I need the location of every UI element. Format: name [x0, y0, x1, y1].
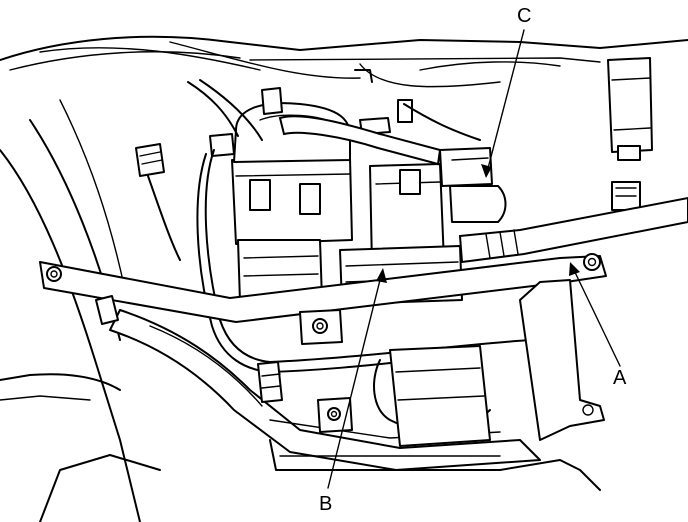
- callout-label-b: B: [319, 493, 332, 515]
- hoses: [147, 79, 688, 431]
- leader-arrow-c: [481, 164, 492, 178]
- leader-arrow-a: [569, 262, 580, 276]
- callout-leaders: [327, 29, 621, 489]
- leader-line-a: [571, 265, 621, 367]
- mounting-bracket: [39, 253, 607, 491]
- leader-line-c: [485, 29, 525, 177]
- leader-arrow-b: [376, 268, 387, 283]
- callout-label-a: A: [613, 367, 627, 389]
- callout-label-c: C: [517, 5, 531, 27]
- leader-line-b: [327, 271, 383, 489]
- component-blocks: [135, 87, 507, 305]
